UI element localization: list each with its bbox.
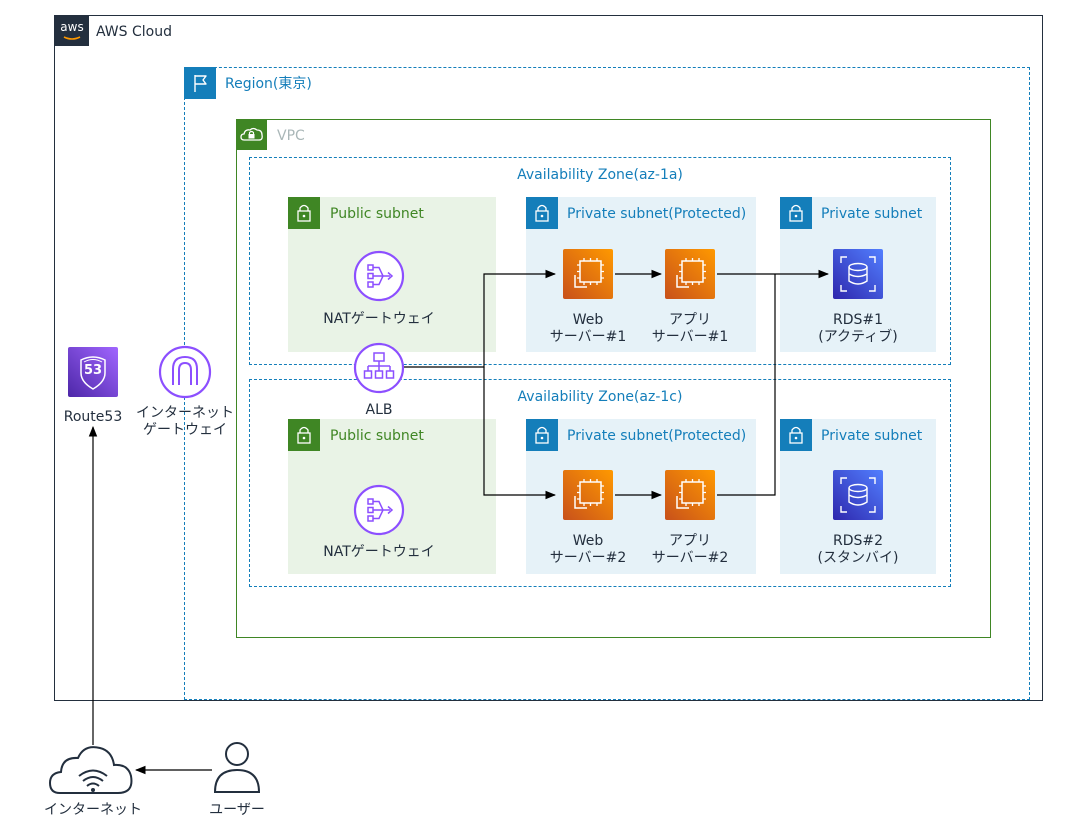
nat-gateway-az1-label: NATゲートウェイ bbox=[323, 311, 435, 327]
app-server-2-label: アプリ サーバー#2 bbox=[651, 533, 729, 566]
app2-to-rds1-line bbox=[717, 274, 776, 496]
internet-label: インターネット bbox=[44, 802, 142, 818]
aws-cloud-group bbox=[54, 15, 1043, 701]
route53-label: Route53 bbox=[63, 409, 123, 425]
availability-zone-1a-label: Availability Zone(az-1a) bbox=[517, 167, 683, 183]
aws-cloud-label: AWS Cloud bbox=[96, 24, 172, 40]
ec2-instance-icon bbox=[665, 470, 715, 520]
rds-1-label: RDS#1 (アクティブ) bbox=[818, 312, 898, 345]
lock-icon bbox=[780, 419, 812, 451]
nat-gateway-az2-label: NATゲートウェイ bbox=[323, 544, 435, 560]
internet-cloud-icon bbox=[48, 746, 133, 794]
rds-database-icon bbox=[833, 249, 883, 299]
private-subnet-az2-label: Private subnet bbox=[821, 428, 923, 444]
region-label: Region(東京) bbox=[225, 76, 312, 92]
lock-icon bbox=[526, 419, 558, 451]
vpc-group bbox=[236, 119, 991, 638]
protected-subnet-az1-label: Private subnet(Protected) bbox=[567, 206, 747, 222]
vpc-label: VPC bbox=[277, 128, 305, 144]
lock-icon bbox=[780, 197, 812, 229]
web-server-1-label: Web サーバー#1 bbox=[549, 312, 627, 345]
alb-to-web2-line bbox=[483, 367, 557, 500]
flag-icon bbox=[184, 67, 216, 99]
nat-gateway-icon bbox=[353, 250, 405, 302]
nat-gateway-icon bbox=[353, 484, 405, 536]
app-server-1-label: アプリ サーバー#1 bbox=[651, 312, 729, 345]
rds-2-label: RDS#2 (スタンバイ) bbox=[817, 533, 899, 566]
internet-gateway-label: インターネット ゲートウェイ bbox=[136, 405, 234, 438]
aws-logo-icon: aws bbox=[55, 16, 89, 46]
lock-icon bbox=[288, 197, 320, 229]
availability-zone-1a bbox=[249, 157, 951, 365]
cloud-lock-icon bbox=[236, 119, 267, 150]
ec2-instance-icon bbox=[563, 470, 613, 520]
user-icon bbox=[213, 742, 261, 793]
rds-database-icon bbox=[833, 470, 883, 520]
route53-icon: 53 bbox=[68, 347, 118, 397]
alb-to-web1-line bbox=[403, 269, 557, 368]
protected-subnet-az2-label: Private subnet(Protected) bbox=[567, 428, 747, 444]
availability-zone-1c bbox=[249, 379, 951, 587]
availability-zone-1c-label: Availability Zone(az-1c) bbox=[517, 389, 683, 405]
lock-icon bbox=[288, 419, 320, 451]
public-subnet-az2-label: Public subnet bbox=[330, 428, 424, 444]
web-server-2-label: Web サーバー#2 bbox=[549, 533, 627, 566]
public-subnet-az1-label: Public subnet bbox=[330, 206, 424, 222]
private-subnet-az1-label: Private subnet bbox=[821, 206, 923, 222]
user-label: ユーザー bbox=[209, 802, 265, 818]
lock-icon bbox=[526, 197, 558, 229]
alb-icon bbox=[353, 342, 405, 394]
alb-label: ALB bbox=[365, 402, 393, 418]
ec2-instance-icon bbox=[665, 249, 715, 299]
ec2-instance-icon bbox=[563, 249, 613, 299]
internet-gateway-icon bbox=[158, 345, 212, 399]
